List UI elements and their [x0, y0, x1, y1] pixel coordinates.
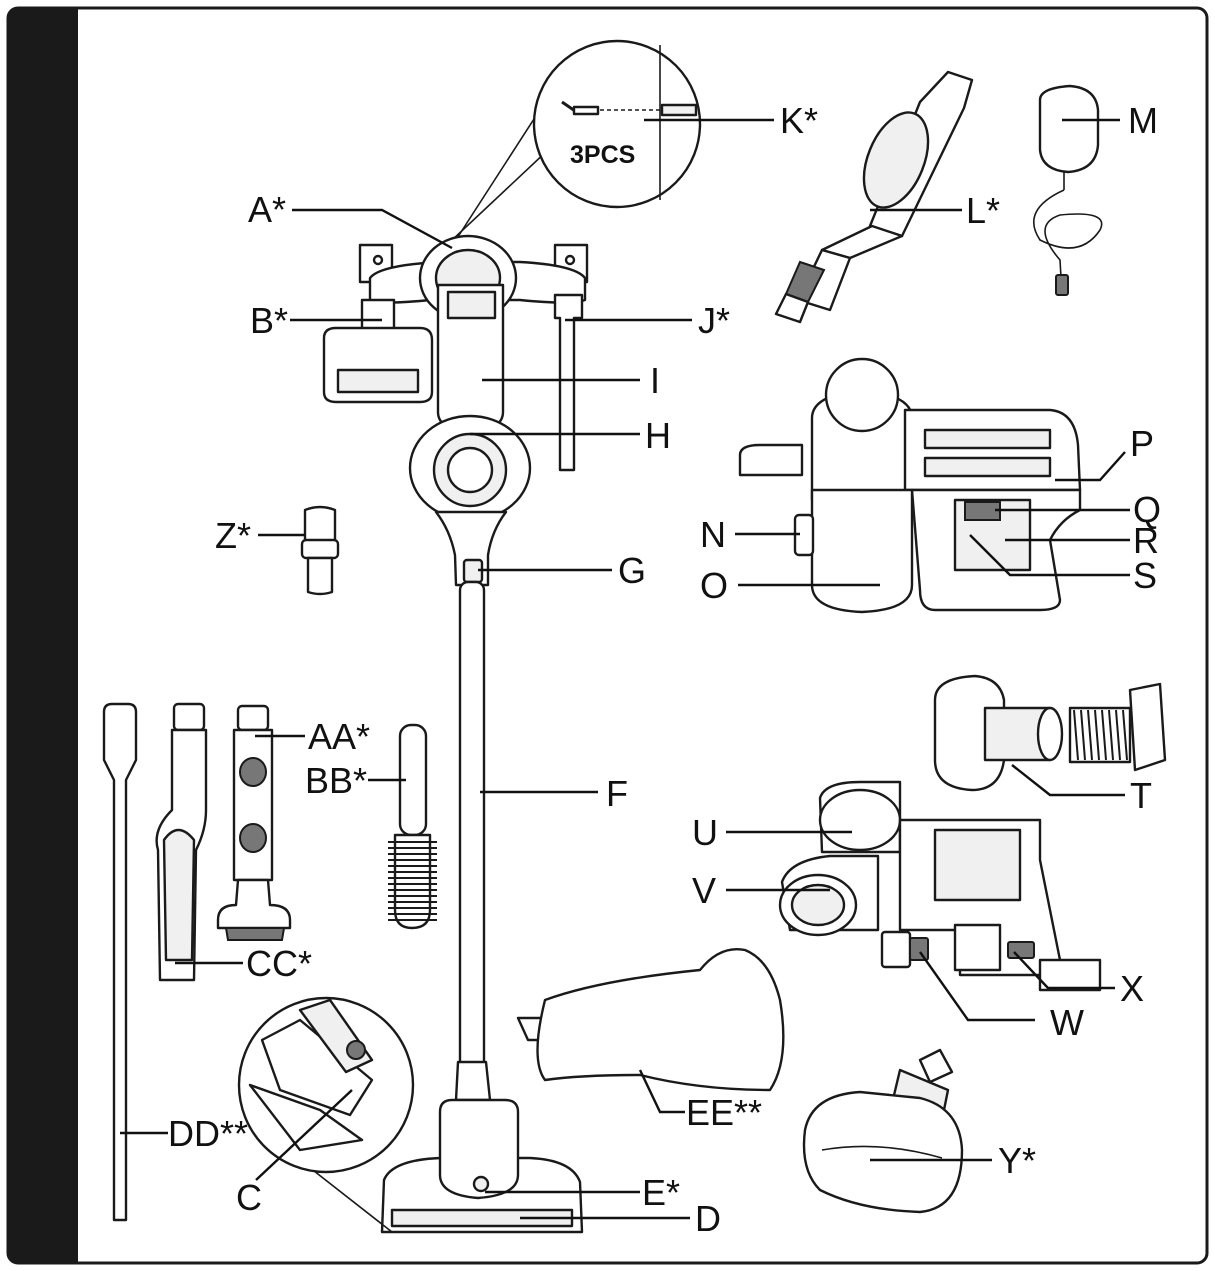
charger-m	[1032, 84, 1103, 296]
label-z: Z*	[215, 515, 251, 556]
coil-stroke	[1073, 709, 1079, 761]
accessory-holder-j	[553, 293, 584, 472]
bag-ee	[516, 948, 785, 1092]
label-x: X	[1120, 968, 1144, 1009]
coil-stroke	[1087, 709, 1093, 761]
label-w: W	[1050, 1002, 1084, 1043]
dusting-brush-aa	[216, 704, 292, 941]
label-p: P	[1130, 423, 1154, 464]
label-r: R	[1133, 520, 1159, 561]
label-o: O	[700, 565, 728, 606]
floor-head	[380, 1098, 584, 1234]
quantity-label: 3PCS	[570, 141, 635, 169]
floor-head-detail-inset	[237, 996, 415, 1233]
label-s: S	[1133, 555, 1157, 596]
filter-assembly-t	[933, 674, 1167, 792]
label-dd: DD**	[168, 1113, 248, 1154]
leader-lines	[120, 118, 1130, 1220]
label-k: K*	[780, 100, 818, 141]
label-e: E*	[642, 1172, 680, 1213]
coil-stroke	[1115, 709, 1121, 761]
accessory-holder-b	[322, 298, 434, 404]
label-h: H	[645, 415, 671, 456]
label-b: B*	[250, 300, 288, 341]
label-v: V	[692, 870, 716, 911]
label-i: I	[650, 360, 660, 401]
adapter-z	[300, 505, 340, 596]
coil-stroke	[1080, 709, 1086, 761]
label-l: L*	[966, 190, 1000, 231]
coil-stroke	[1108, 709, 1114, 761]
brush-bb	[388, 723, 437, 930]
label-q: Q	[1133, 489, 1161, 530]
hand-vacuum	[738, 357, 1082, 614]
label-bb: BB*	[305, 760, 367, 801]
label-a: A*	[248, 189, 286, 230]
page-spine	[8, 8, 78, 1263]
handheld-attachment-l	[774, 70, 974, 324]
opened-hand-vacuum	[778, 780, 1102, 992]
extension-wand-dd	[102, 702, 138, 1222]
coil-stroke	[1101, 709, 1107, 761]
part-labels: A* B* J* I H G F Z* K* L* M P Q R S N O …	[168, 100, 1161, 1239]
screw-and-anchor	[561, 100, 698, 117]
brush-bristles	[388, 841, 437, 921]
label-y: Y*	[998, 1140, 1036, 1181]
label-m: M	[1128, 100, 1158, 141]
wall-mount-inset: 3PCS	[417, 39, 702, 273]
label-t: T	[1130, 775, 1152, 816]
label-g: G	[618, 550, 646, 591]
label-f: F	[606, 773, 628, 814]
label-c: C	[236, 1177, 262, 1218]
label-n: N	[700, 514, 726, 555]
stick-vacuum	[408, 283, 532, 1102]
label-u: U	[692, 812, 718, 853]
label-ee: EE**	[686, 1092, 762, 1133]
label-d: D	[695, 1198, 721, 1239]
crevice-tool-cc	[155, 702, 208, 982]
label-j: J*	[698, 300, 730, 341]
coil-stroke	[1122, 709, 1128, 761]
coil-stroke	[1094, 709, 1100, 761]
label-cc: CC*	[246, 943, 312, 984]
turbo-tool-y	[802, 1048, 964, 1214]
label-aa: AA*	[308, 716, 370, 757]
filter-coil	[1073, 709, 1128, 761]
